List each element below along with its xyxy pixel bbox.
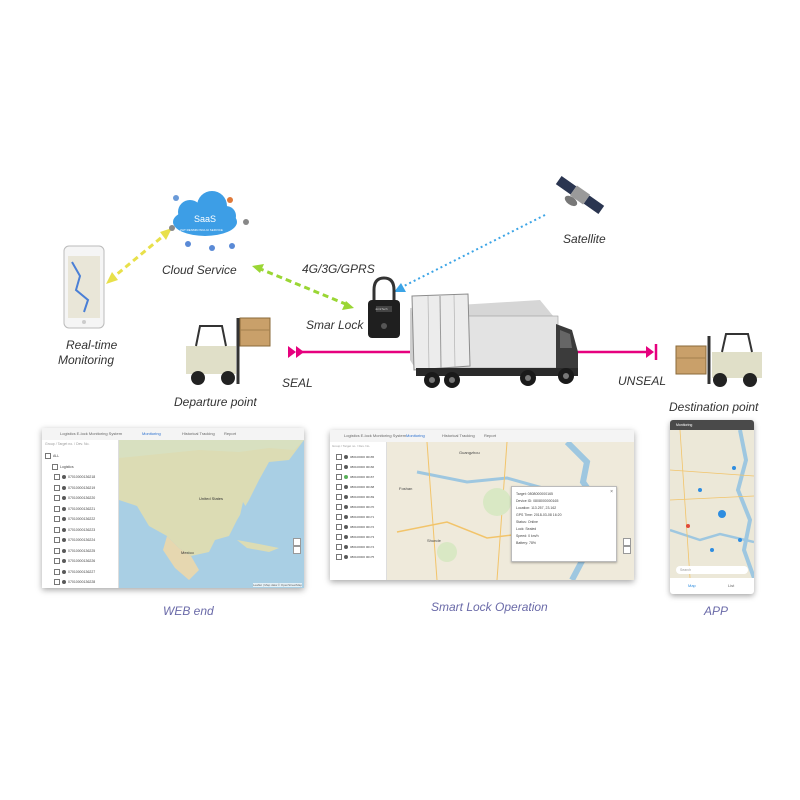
- op-device-row[interactable]: 080100000 00172: [336, 524, 374, 530]
- popup-row: Location: 113.257, 23.162: [516, 506, 557, 510]
- op-tab-report[interactable]: Report: [484, 433, 497, 438]
- app-tab-list[interactable]: List: [728, 583, 735, 588]
- zoom-in-button[interactable]: [293, 538, 301, 546]
- cloud-service-label: Cloud Service: [162, 263, 237, 277]
- web-tab-monitoring[interactable]: Monitoring: [142, 431, 161, 436]
- web-tab-history[interactable]: Historical Tracking: [182, 431, 215, 436]
- departure-label: Departure point: [174, 395, 257, 409]
- realtime-label: Real-time: [66, 338, 118, 352]
- popup-row: Device ID: 0808000000165: [516, 499, 559, 503]
- destination-label: Destination point: [669, 400, 759, 414]
- web-device-row[interactable]: 07010000136225: [54, 547, 95, 554]
- web-map-label-us: United States: [199, 496, 224, 501]
- web-group-root[interactable]: ALL: [45, 453, 59, 459]
- op-device-row[interactable]: 080100000 00171: [336, 514, 374, 520]
- cloud-lock-link: [257, 266, 349, 307]
- web-device-row[interactable]: 07010000136224: [54, 537, 95, 543]
- system-diagram: SaaS ZHT RENMIN WULIU SERVICE JointTech: [63, 175, 762, 388]
- app-tab-map[interactable]: Map: [688, 583, 696, 588]
- saas-subtitle: ZHT RENMIN WULIU SERVICE: [180, 228, 223, 232]
- phone-icon: [63, 245, 105, 329]
- web-device-row[interactable]: 07010000136222: [54, 516, 95, 522]
- op-device-tree: Group / Target no. / Dev. No. 080100000 …: [330, 442, 387, 580]
- op-device-row[interactable]: 080100000 00170: [336, 504, 374, 510]
- op-map[interactable]: Guangzhou Dongguan Foshan Panyu Shunde T…: [387, 442, 634, 580]
- padlock-icon: [368, 276, 400, 338]
- satellite-label: Satellite: [563, 232, 606, 246]
- smart-lock-label: Smar Lock: [306, 318, 364, 332]
- app-screenshot: Monitoring Search Map List: [670, 420, 754, 594]
- op-device-row[interactable]: 080100000 00166: [336, 464, 374, 470]
- web-map[interactable]: United States Mexico Leaflet | Map data …: [119, 440, 304, 588]
- op-device-row[interactable]: 080100000 00173: [336, 534, 374, 540]
- smart-lock-operation-caption: Smart Lock Operation: [431, 600, 548, 614]
- op-device-row[interactable]: 080100000 00169: [336, 494, 374, 500]
- web-device-row[interactable]: 07010000136220: [54, 495, 95, 501]
- op-search-input[interactable]: Group / Target no. / Dev. No.: [332, 444, 371, 448]
- monitoring-label: Monitoring: [58, 353, 115, 367]
- popup-row: Speed: 0 km/h: [516, 534, 539, 538]
- popup-row: Target: 0808000000165: [516, 492, 553, 496]
- lock-brand: JointTech: [375, 307, 388, 311]
- op-tab-monitoring[interactable]: Monitoring: [406, 433, 425, 438]
- op-device-row[interactable]: 080100000 00175: [336, 554, 374, 560]
- forklift-icon: [675, 333, 762, 387]
- web-device-row[interactable]: 07010000136226: [54, 558, 95, 564]
- web-device-row[interactable]: 07010000136223: [54, 526, 95, 533]
- web-device-row[interactable]: 07010000136227: [54, 568, 95, 575]
- web-map-label-mexico: Mexico: [181, 550, 194, 555]
- popup-row: GPS Time: 2018-03-08 16:20: [516, 513, 562, 517]
- web-device-row[interactable]: 07010000136219: [54, 484, 95, 491]
- web-end-caption: WEB end: [163, 604, 214, 618]
- city-label-shunde: Shunde: [427, 538, 441, 543]
- op-device-row[interactable]: 080100000 00168: [336, 484, 374, 490]
- truck-icon: [410, 293, 578, 388]
- op-device-row[interactable]: 080100000 00167: [336, 474, 374, 480]
- cloud-icon: [169, 191, 249, 251]
- city-label-foshan: Foshan: [399, 486, 413, 491]
- city-label-guangzhou: Guangzhou: [459, 450, 480, 455]
- op-zoom-in-button[interactable]: [623, 538, 631, 546]
- smart-lock-operation-screenshot: Logistics E-lock Monitoring System Monit…: [330, 430, 634, 580]
- popup-close-icon[interactable]: ×: [610, 489, 613, 495]
- zoom-out-button[interactable]: [293, 546, 301, 554]
- op-device-row[interactable]: 080100000 00174: [336, 544, 374, 550]
- web-device-row[interactable]: 07010000136228: [54, 579, 95, 585]
- saas-title: SaaS: [194, 214, 216, 224]
- web-device-row[interactable]: 07010000136218: [54, 474, 95, 480]
- satellite-lock-link: [399, 214, 546, 289]
- app-map[interactable]: Search: [670, 430, 754, 578]
- satellite-icon: [555, 175, 605, 215]
- op-tab-history[interactable]: Historical Tracking: [442, 433, 475, 438]
- phone-cloud-link: [109, 230, 169, 282]
- web-tab-report[interactable]: Report: [224, 431, 237, 436]
- web-end-screenshot: Logistics E-lock Monitoring System Monit…: [42, 428, 304, 588]
- web-device-row[interactable]: 07010000136221: [54, 505, 95, 512]
- web-group-child[interactable]: Logistics: [52, 464, 74, 470]
- web-device-tree: Group / Target no. / Dev. No. ALL Logist…: [42, 440, 119, 588]
- seal-label: SEAL: [282, 376, 313, 390]
- web-app-title: Logistics E-lock Monitoring System: [60, 431, 123, 436]
- web-map-attribution: Leaflet | Map data © OpenStreetMap: [252, 583, 302, 587]
- unseal-label: UNSEAL: [618, 374, 667, 388]
- network-label: 4G/3G/GPRS: [302, 262, 375, 276]
- app-caption: APP: [704, 604, 729, 618]
- app-search-input[interactable]: Search: [676, 566, 748, 574]
- popup-row: Battery: 78%: [516, 541, 537, 545]
- app-status-bar: Monitoring: [670, 420, 754, 430]
- app-title: Monitoring: [676, 423, 693, 427]
- op-zoom-out-button[interactable]: [623, 546, 631, 554]
- popup-row: Lock: Sealed: [516, 527, 537, 531]
- op-device-row[interactable]: 080100000 00165: [336, 454, 374, 460]
- web-search-input[interactable]: Group / Target no. / Dev. No.: [45, 442, 90, 446]
- forklift-icon: [186, 317, 271, 385]
- op-app-title: Logistics E-lock Monitoring System: [344, 433, 407, 438]
- popup-row: Status: Online: [516, 520, 538, 524]
